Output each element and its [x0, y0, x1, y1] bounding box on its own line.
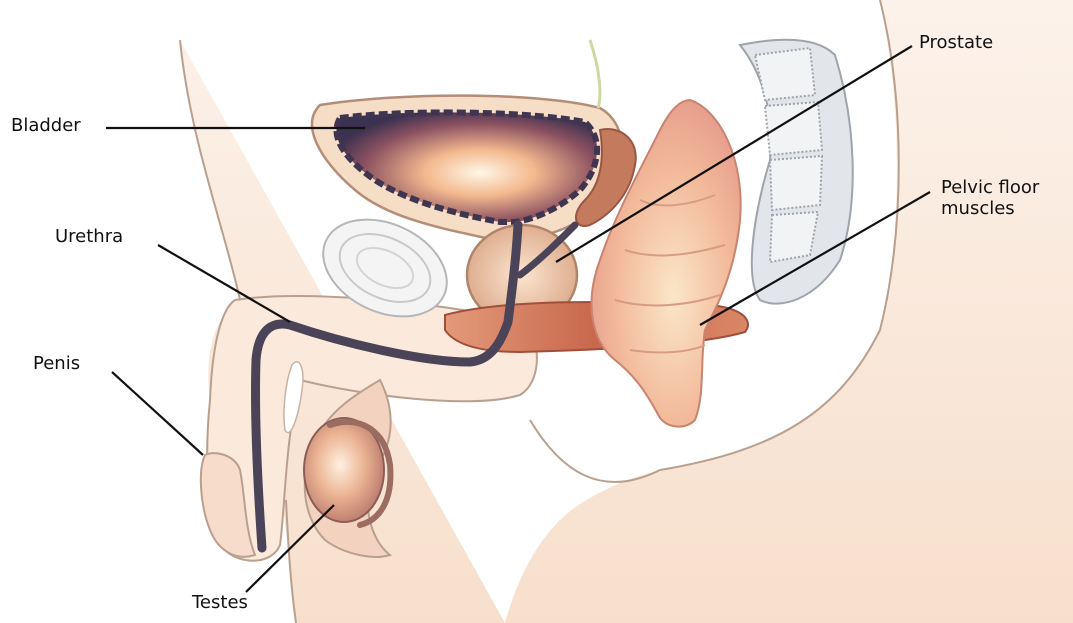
label-bladder: Bladder	[11, 116, 81, 137]
ureter	[590, 40, 600, 108]
spine	[740, 40, 853, 304]
label-penis: Penis	[33, 354, 80, 375]
label-pelvic-floor-line2: muscles	[941, 199, 1039, 220]
label-pelvic-floor-line1: Pelvic floor	[941, 178, 1039, 199]
bladder-inner	[336, 112, 597, 222]
penis-leader	[112, 372, 203, 455]
label-testes: Testes	[192, 593, 248, 614]
label-urethra: Urethra	[55, 227, 123, 248]
label-pelvic-floor-muscles: Pelvic floor muscles	[941, 178, 1039, 219]
label-prostate: Prostate	[919, 33, 993, 54]
thigh-outline	[530, 420, 660, 482]
